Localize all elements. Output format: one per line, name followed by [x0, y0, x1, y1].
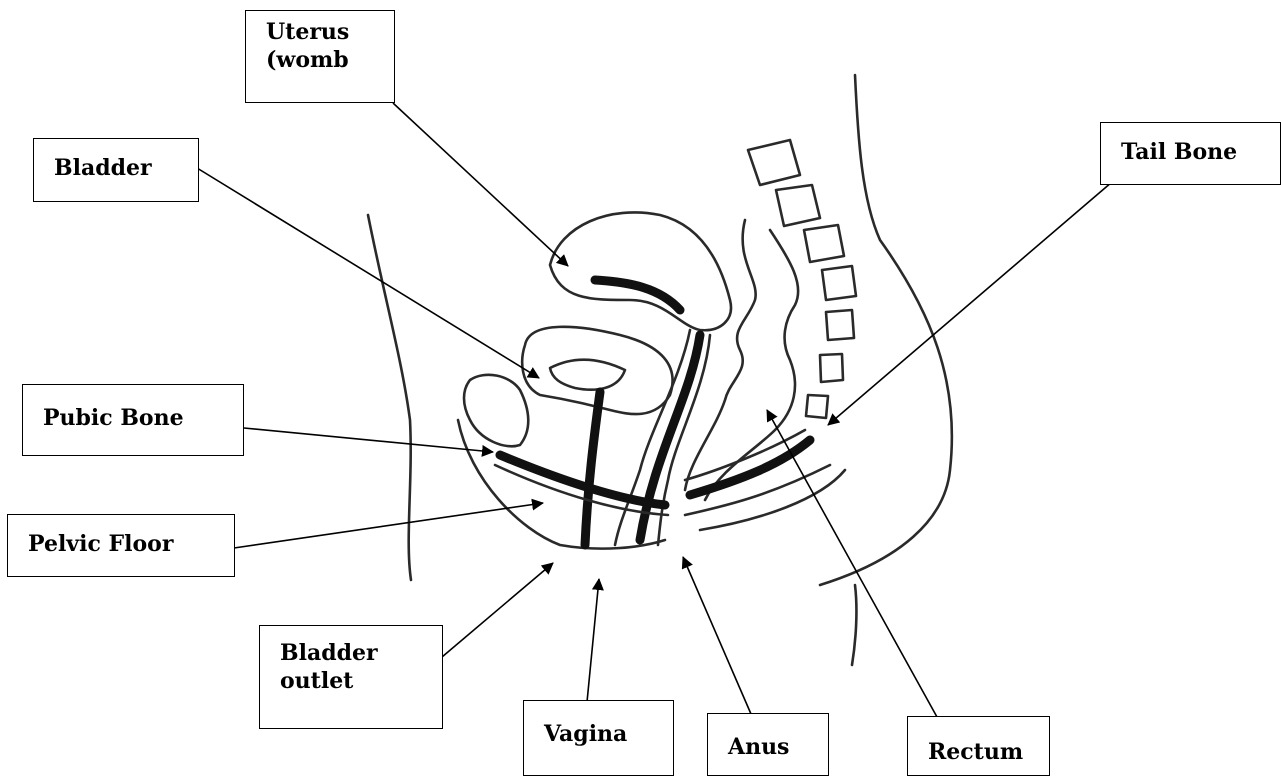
- bladder-outlet-label: Bladder outlet: [259, 625, 443, 729]
- uterus-label-line1: Uterus: [266, 19, 394, 47]
- uterus-leader: [393, 103, 568, 266]
- bladder-outlet-label-line2: outlet: [280, 668, 442, 696]
- pubic-bone-label-text: Pubic Bone: [43, 405, 243, 433]
- bladder-leader: [197, 168, 539, 378]
- rectum-label-text: Rectum: [928, 739, 1049, 767]
- vagina-label: Vagina: [523, 700, 674, 776]
- anus-leader: [683, 557, 751, 714]
- vagina-leader: [587, 579, 599, 702]
- tail-bone-label-text: Tail Bone: [1121, 139, 1280, 167]
- vagina-label-text: Vagina: [544, 721, 673, 749]
- tail-bone-label: Tail Bone: [1100, 122, 1281, 185]
- rectum-label: Rectum: [907, 716, 1050, 776]
- rectum-leader: [767, 410, 937, 717]
- bladder-label-text: Bladder: [54, 155, 198, 183]
- pubic-bone-leader: [244, 428, 493, 452]
- pelvic-floor-leader: [234, 503, 543, 548]
- bladder-outlet-label-line1: Bladder: [280, 640, 442, 668]
- tail-bone-leader: [828, 182, 1112, 425]
- anus-label: Anus: [707, 713, 829, 776]
- bladder-label: Bladder: [33, 138, 199, 202]
- uterus-label-line2: (womb: [266, 47, 394, 75]
- anus-label-text: Anus: [728, 734, 828, 762]
- anatomy-sketch: [368, 75, 952, 665]
- pelvic-floor-label-text: Pelvic Floor: [28, 531, 234, 559]
- uterus-label: Uterus (womb: [245, 10, 395, 103]
- pubic-bone-label: Pubic Bone: [22, 384, 244, 456]
- bladder-outlet-leader: [442, 563, 553, 657]
- pelvic-floor-label: Pelvic Floor: [7, 514, 235, 577]
